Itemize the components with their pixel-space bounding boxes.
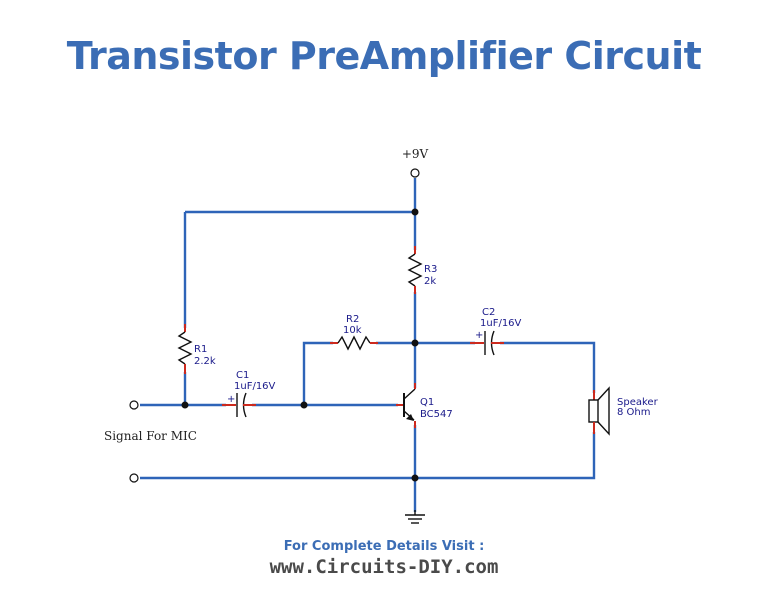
speaker-name: Speaker bbox=[617, 397, 659, 408]
junction-emitter-ground bbox=[411, 474, 419, 482]
junction-base bbox=[300, 401, 308, 409]
input-label: Signal For MIC bbox=[104, 429, 197, 443]
c1-name: C1 bbox=[236, 370, 249, 381]
page-title: Transistor PreAmplifier Circuit bbox=[66, 34, 702, 78]
input-terminal-ground bbox=[129, 473, 139, 483]
ground-symbol bbox=[405, 510, 425, 524]
resistor-r2: R2 10k bbox=[330, 314, 378, 351]
speaker-value: 8 Ohm bbox=[617, 407, 651, 418]
resistor-r3: R3 2k bbox=[407, 246, 437, 294]
junction-collector bbox=[411, 339, 419, 347]
supply-label: +9V bbox=[402, 147, 429, 161]
q1-value: BC547 bbox=[420, 409, 453, 420]
wire-ground-rail bbox=[140, 432, 596, 480]
c2-polarity: + bbox=[475, 330, 483, 341]
r2-value: 10k bbox=[343, 325, 362, 336]
junctions bbox=[181, 208, 419, 482]
wire-c2-to-speaker bbox=[500, 341, 596, 393]
wires bbox=[140, 178, 596, 512]
footer-visit-text: For Complete Details Visit : bbox=[283, 539, 485, 554]
c2-name: C2 bbox=[482, 307, 495, 318]
input-terminal-signal bbox=[129, 400, 139, 410]
c1-polarity: + bbox=[227, 394, 235, 405]
resistor-r1: R1 2.2k bbox=[177, 324, 216, 374]
transistor-q1: Q1 BC547 bbox=[396, 383, 453, 428]
r1-value: 2.2k bbox=[194, 356, 216, 367]
r2-name: R2 bbox=[346, 314, 359, 325]
junction-top bbox=[411, 208, 419, 216]
r1-name: R1 bbox=[194, 344, 207, 355]
supply-terminal bbox=[410, 168, 420, 178]
capacitor-c2: + C2 1uF/16V bbox=[470, 307, 522, 356]
footer-website-link[interactable]: www.Circuits-DIY.com bbox=[269, 556, 499, 578]
junction-r1-input bbox=[181, 401, 189, 409]
q1-name: Q1 bbox=[420, 397, 434, 408]
c1-value: 1uF/16V bbox=[234, 381, 276, 392]
speaker: Speaker 8 Ohm bbox=[588, 386, 659, 436]
r3-value: 2k bbox=[424, 276, 436, 287]
r3-name: R3 bbox=[424, 264, 437, 275]
c2-value: 1uF/16V bbox=[480, 318, 522, 329]
wire-r2-left bbox=[302, 341, 333, 405]
capacitor-c1: + C1 1uF/16V bbox=[222, 370, 276, 418]
